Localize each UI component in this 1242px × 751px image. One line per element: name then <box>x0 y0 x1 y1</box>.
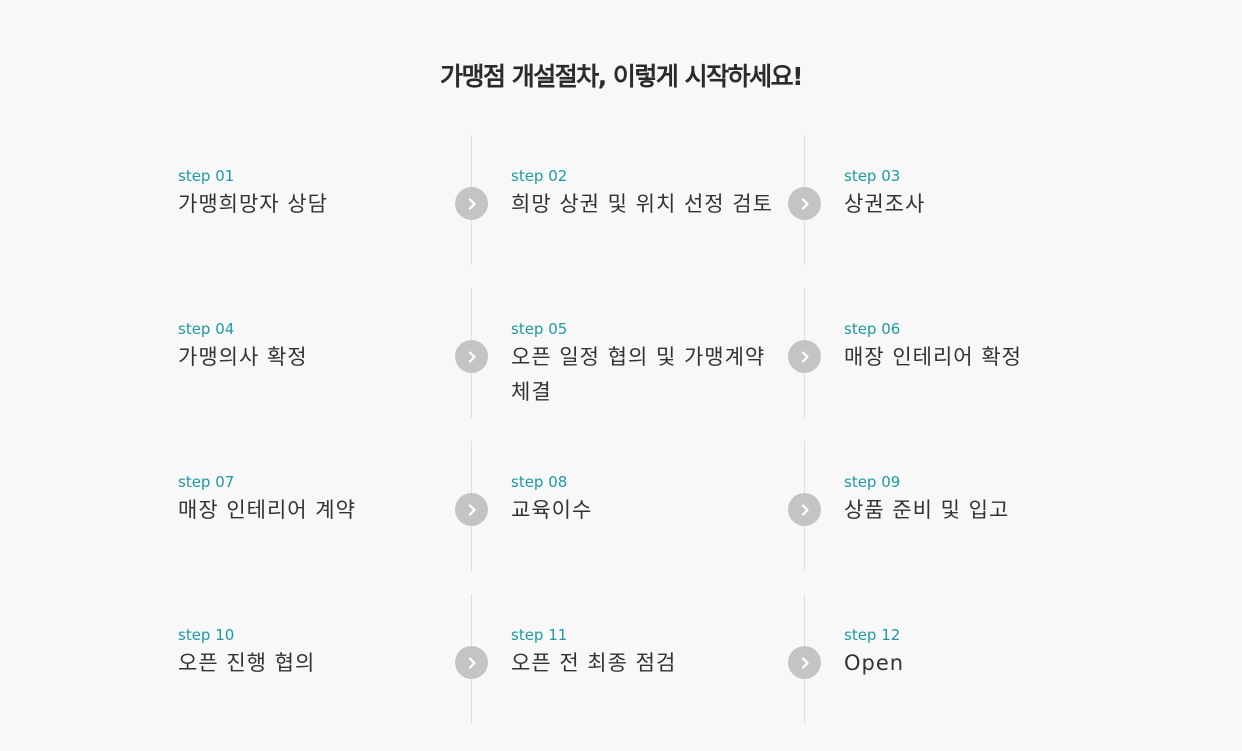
step-number: step 12 <box>844 626 901 644</box>
step-number: step 10 <box>178 626 235 644</box>
step-title: 가맹의사 확정 <box>178 345 308 369</box>
step-number: step 08 <box>511 473 568 491</box>
chevron-right-icon <box>455 493 488 526</box>
step-title: 오픈 진행 협의 <box>178 651 316 675</box>
chevron-right-icon <box>455 187 488 220</box>
step-item: step 09 상품 준비 및 입고 <box>788 441 1137 571</box>
step-item: step 10 오픈 진행 협의 <box>138 594 471 724</box>
step-title: 오픈 일정 협의 및 가맹계약 체결 <box>511 345 766 404</box>
step-item: step 04 가맹의사 확정 <box>138 288 471 418</box>
step-item: step 06 매장 인테리어 확정 <box>788 288 1137 418</box>
step-item: step 12 Open <box>788 594 1137 724</box>
chevron-right-icon <box>455 646 488 679</box>
step-item: step 07 매장 인테리어 계약 <box>138 441 471 571</box>
step-item: step 05 오픈 일정 협의 및 가맹계약 체결 <box>455 288 804 418</box>
step-number: step 09 <box>844 473 901 491</box>
step-title: 교육이수 <box>511 498 593 522</box>
step-title: 매장 인테리어 확정 <box>844 345 1022 369</box>
step-number: step 04 <box>178 320 235 338</box>
step-number: step 06 <box>844 320 901 338</box>
step-number: step 01 <box>178 167 235 185</box>
step-title: 상권조사 <box>844 192 926 216</box>
step-title: 가맹희망자 상담 <box>178 192 328 216</box>
step-item: step 01 가맹희망자 상담 <box>138 135 471 265</box>
chevron-right-icon <box>788 646 821 679</box>
chevron-right-icon <box>788 493 821 526</box>
step-title: 상품 준비 및 입고 <box>844 498 1010 522</box>
step-item: step 03 상권조사 <box>788 135 1137 265</box>
franchise-steps-grid: step 01 가맹희망자 상담 step 02 희망 상권 및 위치 선정 검… <box>138 135 1137 724</box>
step-number: step 03 <box>844 167 901 185</box>
chevron-right-icon <box>455 340 488 373</box>
step-number: step 07 <box>178 473 235 491</box>
step-title: 오픈 전 최종 점검 <box>511 651 677 675</box>
step-item: step 11 오픈 전 최종 점검 <box>455 594 804 724</box>
chevron-right-icon <box>788 187 821 220</box>
step-title: 매장 인테리어 계약 <box>178 498 356 522</box>
step-title: Open <box>844 651 905 675</box>
step-number: step 11 <box>511 626 568 644</box>
step-number: step 05 <box>511 320 568 338</box>
step-item: step 08 교육이수 <box>455 441 804 571</box>
step-title: 희망 상권 및 위치 선정 검토 <box>511 192 773 216</box>
step-item: step 02 희망 상권 및 위치 선정 검토 <box>455 135 804 265</box>
step-number: step 02 <box>511 167 568 185</box>
chevron-right-icon <box>788 340 821 373</box>
section-title: 가맹점 개설절차, 이렇게 시작하세요! <box>439 62 804 91</box>
